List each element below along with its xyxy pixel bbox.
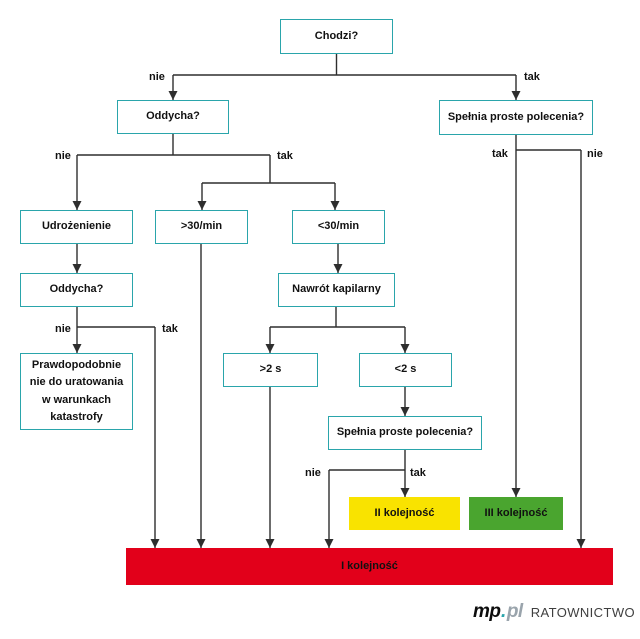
node-spelnia-polecenia-top: Spełnia proste polecenia? bbox=[439, 100, 593, 135]
node-spelnia-polecenia-bottom: Spełnia proste polecenia? bbox=[328, 416, 482, 450]
edge-label-nie-spelnia-bottom: nie bbox=[305, 467, 321, 479]
node-oddycha-1: Oddycha? bbox=[117, 100, 229, 134]
outcome-priority-1: I kolejność bbox=[126, 548, 613, 585]
edge-label-tak-chodzi: tak bbox=[524, 71, 540, 83]
logo-pl: pl bbox=[506, 601, 523, 622]
edge-label-tak-oddycha1: tak bbox=[277, 150, 293, 162]
node-udroznienie: Udrożenienie bbox=[20, 210, 133, 244]
node-nawrot-kapilarny: Nawrót kapilarny bbox=[278, 273, 395, 307]
edge-label-tak-oddycha2: tak bbox=[162, 323, 178, 335]
edge-label-nie-chodzi: nie bbox=[149, 71, 165, 83]
node-chodzi: Chodzi? bbox=[280, 19, 393, 54]
node-nie-do-uratowania: Prawdopodobnie nie do uratowania w warun… bbox=[20, 353, 133, 430]
edge-label-tak-spelnia-bottom: tak bbox=[410, 467, 426, 479]
node-lt30-min: <30/min bbox=[292, 210, 385, 244]
edge-label-nie-oddycha2: nie bbox=[55, 323, 71, 335]
logo-brand-ratownictwo: RATOWNICTWO bbox=[530, 605, 635, 620]
node-gt2-s: >2 s bbox=[223, 353, 318, 387]
mp-pl-ratownictwo-logo: mp.pl RATOWNICTWO bbox=[473, 601, 635, 623]
node-lt2-s: <2 s bbox=[359, 353, 452, 387]
node-gt30-min: >30/min bbox=[155, 210, 248, 244]
edge-label-nie-spelnia-top: nie bbox=[587, 148, 603, 160]
edge-label-nie-oddycha1: nie bbox=[55, 150, 71, 162]
node-oddycha-2: Oddycha? bbox=[20, 273, 133, 307]
logo-mp: mp bbox=[473, 601, 501, 622]
logo-teal-dot-icon: . bbox=[501, 601, 507, 622]
edge-label-tak-spelnia-top: tak bbox=[492, 148, 508, 160]
outcome-priority-2: II kolejność bbox=[349, 497, 460, 530]
outcome-priority-3: III kolejność bbox=[469, 497, 563, 530]
